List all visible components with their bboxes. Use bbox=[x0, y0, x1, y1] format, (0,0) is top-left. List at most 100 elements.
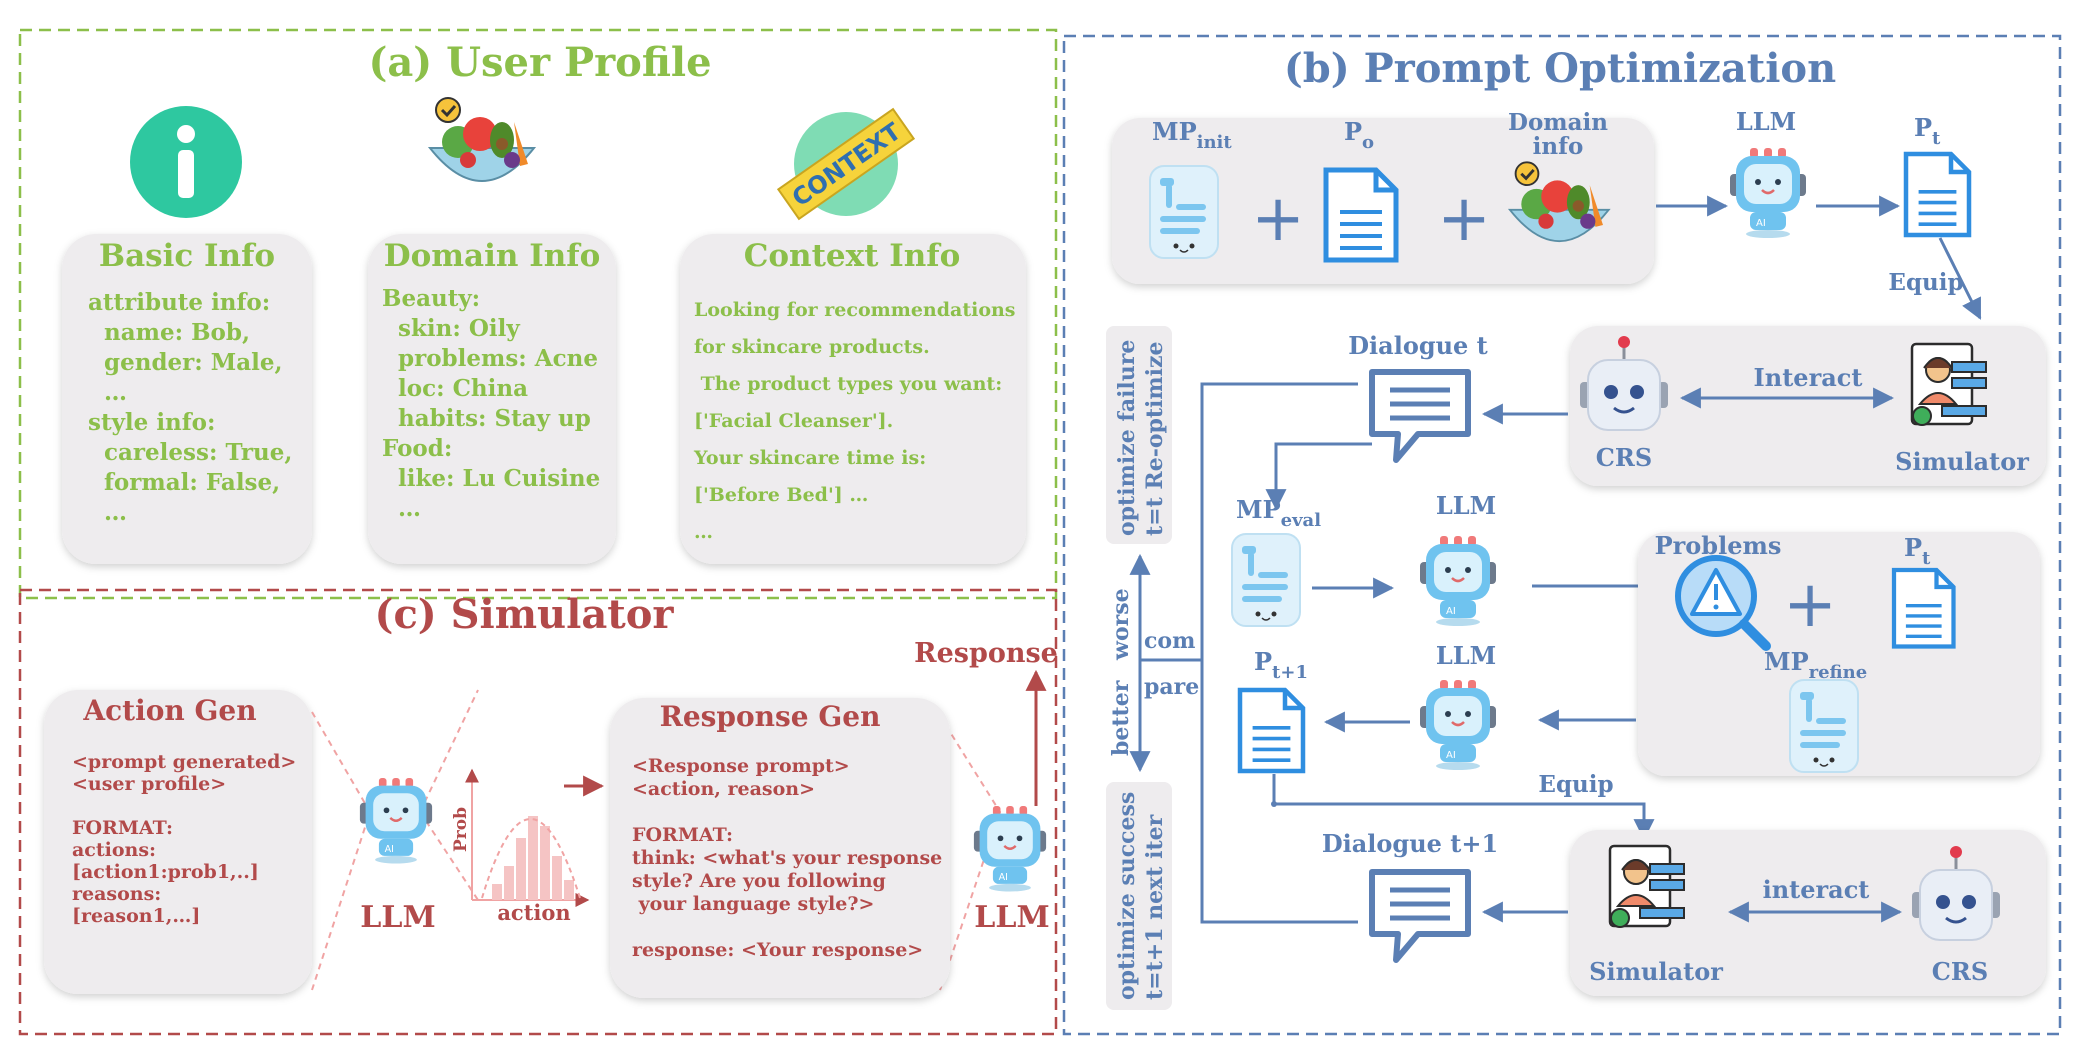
user-profile-title: (a) User Profile bbox=[368, 39, 711, 86]
simulator-llm2-label: LLM bbox=[974, 900, 1049, 935]
side-succ-line1: optimize success bbox=[1114, 792, 1140, 1000]
simulator-llm-label: LLM bbox=[360, 900, 435, 935]
side-pare-label: pare bbox=[1144, 674, 1199, 700]
text-line: … bbox=[694, 521, 713, 543]
user-profile-panel bbox=[18, 28, 1058, 600]
action-gen-lines: <prompt generated><user profile> FORMAT:a… bbox=[72, 751, 296, 927]
text-line: … bbox=[88, 379, 127, 406]
text-line: … bbox=[88, 499, 127, 526]
text-line: your language style?> bbox=[632, 893, 874, 915]
domain-info-label: Domain bbox=[1508, 109, 1608, 136]
response-gen-header: Response Gen bbox=[660, 700, 881, 733]
prompt-optimization-title: (b) Prompt Optimization bbox=[1284, 45, 1836, 92]
mp-init-label: MPinit bbox=[1152, 117, 1232, 153]
side-com-label: com bbox=[1144, 628, 1195, 654]
dialogue-t1-chat-icon bbox=[1372, 872, 1468, 960]
prob-axis-label: Prob bbox=[451, 807, 471, 852]
action-axis-label: action bbox=[497, 900, 570, 925]
pt-top-doc-icon bbox=[1906, 154, 1969, 235]
side-worse-label: worse bbox=[1108, 588, 1134, 661]
text-line: like: Lu Cuisine bbox=[382, 465, 600, 492]
pt-mid-doc-icon bbox=[1894, 570, 1954, 647]
context-info-card: Context Info Looking for recommendations… bbox=[680, 234, 1026, 564]
text-line: think: <what's your response bbox=[632, 847, 942, 869]
text-line: actions: bbox=[72, 839, 156, 861]
dialogue-t-chat-icon bbox=[1372, 372, 1468, 460]
success-label-box bbox=[1106, 782, 1172, 1010]
text-line: [action1:prob1,..] bbox=[72, 861, 259, 883]
llm-mid-label: LLM bbox=[1436, 491, 1496, 520]
pt1-doc-icon bbox=[1240, 690, 1303, 771]
text-line: careless: True, bbox=[88, 439, 292, 466]
text-line: <user profile> bbox=[72, 773, 226, 795]
domain-info-label-2: info bbox=[1533, 133, 1584, 160]
response-label: Response bbox=[914, 638, 1058, 669]
llm-mid-robot-icon bbox=[1418, 534, 1498, 628]
text-line: habits: Stay up bbox=[382, 405, 591, 432]
text-line: formal: False, bbox=[88, 469, 280, 496]
text-line: attribute info: bbox=[88, 289, 270, 316]
mp-init-doc-icon bbox=[1149, 165, 1219, 259]
text-line: loc: China bbox=[382, 375, 528, 402]
llm-robot-icon bbox=[358, 776, 434, 865]
crs-label-2: CRS bbox=[1932, 957, 1988, 986]
context-icon: CONTEXT bbox=[776, 107, 916, 221]
text-line: <Response prompt> bbox=[632, 755, 850, 777]
pt-to-simulator-arrow bbox=[1938, 237, 1982, 320]
simulator-label-2: Simulator bbox=[1589, 957, 1723, 986]
action-gen-header: Action Gen bbox=[82, 694, 256, 727]
llm-robot-icon-2 bbox=[972, 804, 1048, 893]
dialogue-to-eval-arrow bbox=[1265, 442, 1372, 511]
plus-sign-2: + bbox=[1437, 182, 1491, 256]
action-to-llm-guide bbox=[311, 711, 372, 991]
text-line: style? Are you following bbox=[632, 870, 886, 892]
side-fail-line1: optimize failure bbox=[1114, 340, 1140, 536]
simulator-panel bbox=[18, 588, 1058, 1036]
text-line: gender: Male, bbox=[88, 349, 283, 376]
text-line: Beauty: bbox=[382, 285, 480, 312]
text-line: Looking for recommendations bbox=[694, 299, 1016, 321]
text-line: for skincare products. bbox=[694, 336, 930, 358]
context-info-lines: Looking for recommendations for skincare … bbox=[693, 299, 1016, 543]
llm-low-label: LLM bbox=[1436, 641, 1496, 670]
pt1-to-simulator-arrow bbox=[1272, 774, 1655, 841]
dialogue-t-label: Dialogue t bbox=[1348, 331, 1488, 360]
text-line: Your skincare time is: bbox=[693, 447, 926, 469]
action-gen-card: Action Gen <prompt generated><user profi… bbox=[44, 690, 312, 994]
basic-info-card: Basic Info attribute info: name: Bob, ge… bbox=[62, 234, 312, 564]
text-line: The product types you want: bbox=[694, 373, 1002, 395]
fail-label-box bbox=[1106, 326, 1172, 544]
text-line: <action, reason> bbox=[632, 778, 815, 800]
text-line: [reason1,…] bbox=[72, 905, 200, 927]
response-gen-card: Response Gen <Response prompt><action, r… bbox=[610, 698, 950, 998]
text-line: FORMAT: bbox=[72, 817, 173, 839]
basic-info-lines: attribute info: name: Bob, gender: Male,… bbox=[88, 289, 292, 526]
simulator-label-1: Simulator bbox=[1895, 447, 2029, 476]
mp-eval-label: MPeval bbox=[1236, 495, 1321, 531]
text-line: style info: bbox=[88, 409, 216, 436]
text-line: ['Facial Cleanser']. bbox=[694, 410, 893, 432]
magnifier-warning-icon bbox=[1675, 555, 1771, 651]
pt1-junction-dot bbox=[1271, 801, 1277, 807]
simulator-title: (c) Simulator bbox=[375, 591, 675, 638]
loop-line bbox=[1200, 382, 1358, 924]
text-line: problems: Acne bbox=[382, 345, 598, 372]
pt1-label: Pt+1 bbox=[1254, 647, 1308, 683]
mp-refine-doc-icon bbox=[1789, 679, 1859, 773]
text-line: skin: Oily bbox=[382, 315, 520, 342]
salad-bowl-icon bbox=[428, 96, 536, 183]
crs-label-1: CRS bbox=[1596, 443, 1652, 472]
llm-top-robot-icon bbox=[1728, 146, 1808, 240]
plus-sign-1: + bbox=[1251, 182, 1305, 256]
mp-refine-label: MPrefine bbox=[1764, 647, 1867, 683]
text-line: name: Bob, bbox=[88, 319, 250, 346]
llm-top-label: LLM bbox=[1736, 107, 1796, 136]
text-line: <prompt generated> bbox=[72, 751, 296, 773]
probability-plot: Prob action bbox=[451, 768, 590, 925]
pt-mid-label: Pt bbox=[1904, 533, 1931, 569]
basic-info-header: Basic Info bbox=[99, 238, 275, 274]
p0-doc-icon bbox=[1326, 170, 1396, 260]
context-info-header: Context Info bbox=[744, 238, 961, 274]
side-fail-line2: t=t Re-optimize bbox=[1142, 341, 1168, 536]
text-line: … bbox=[382, 495, 421, 522]
